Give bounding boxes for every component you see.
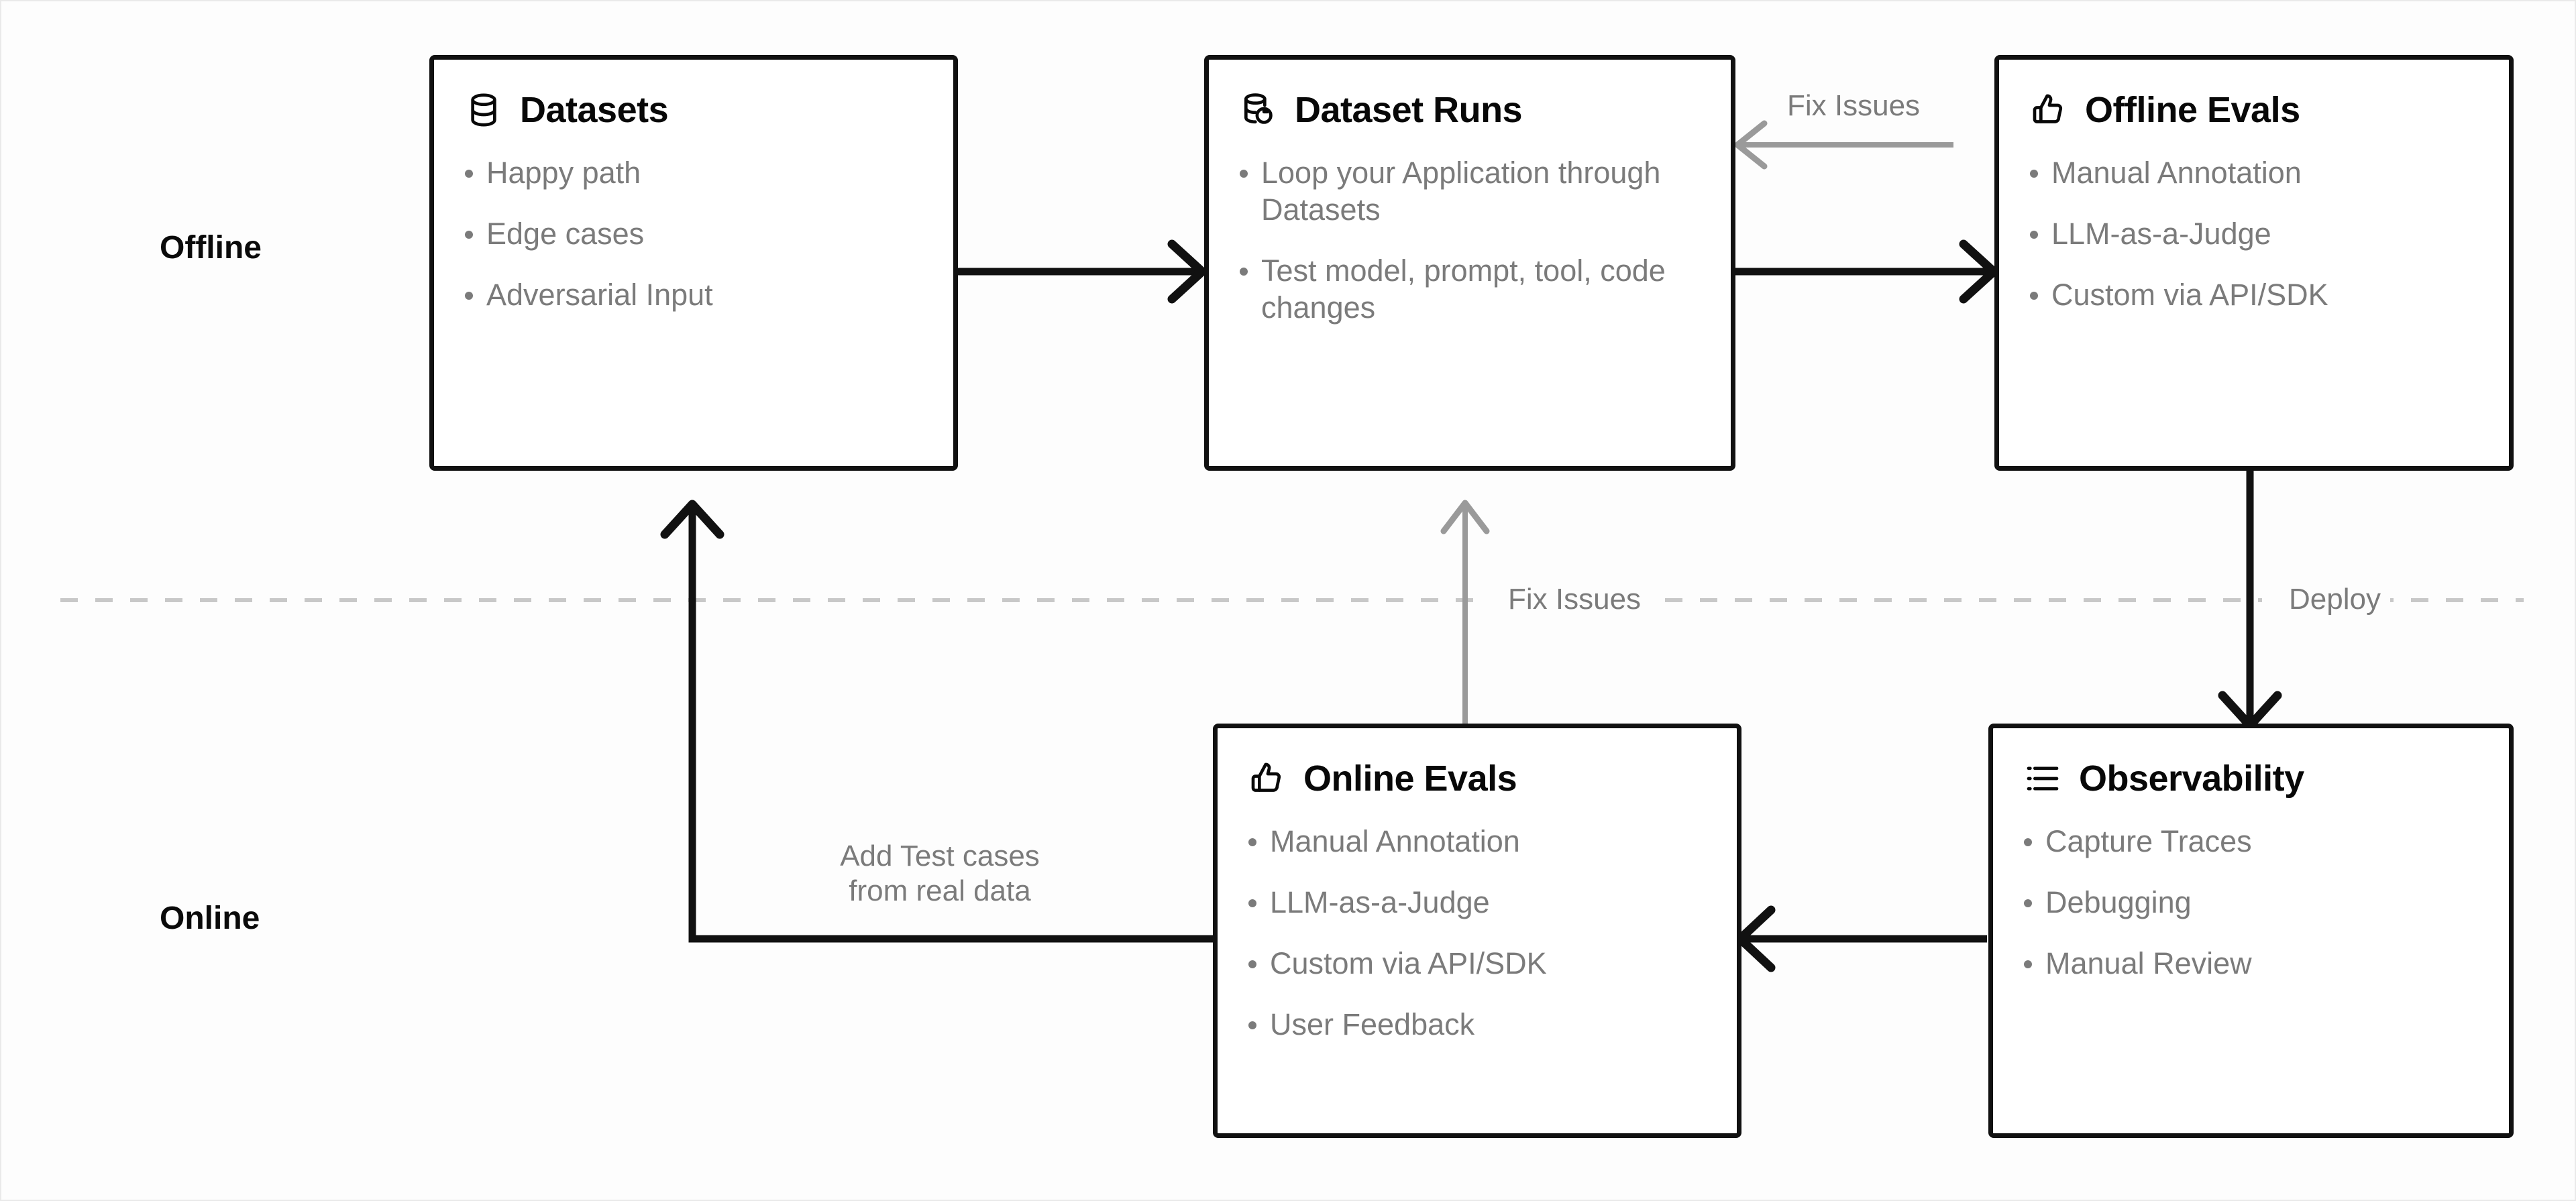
node-datasets-header: Datasets — [434, 60, 953, 131]
edge-label-add-test-cases: Add Test cases from real data — [810, 839, 1070, 909]
database-refresh-icon — [1244, 93, 1273, 124]
node-observability[interactable]: Observability Capture Traces Debugging M… — [1988, 724, 2514, 1138]
list-item: User Feedback — [1248, 1007, 1714, 1043]
list-item: Manual Review — [2024, 946, 2486, 982]
list-item: Debugging — [2024, 884, 2486, 921]
node-dataset-runs-header: Dataset Runs — [1209, 60, 1731, 131]
list-item: Capture Traces — [2024, 823, 2486, 860]
edge-label-fix-issues-middle: Fix Issues — [1499, 582, 1651, 617]
arrow-deploy — [2218, 471, 2282, 730]
edge-label-fix-issues-top: Fix Issues — [1778, 89, 1930, 123]
list-item: Loop your Application through Datasets — [1240, 155, 1708, 229]
arrow-datasets-to-dataset-runs — [957, 239, 1207, 304]
arrow-fix-issues-top — [1734, 120, 1953, 170]
node-datasets-bullets: Happy path Edge cases Adversarial Input — [434, 131, 953, 314]
node-online-evals-title: Online Evals — [1303, 758, 1517, 799]
list-item: Adversarial Input — [465, 277, 930, 314]
node-dataset-runs-bullets: Loop your Application through Datasets T… — [1209, 131, 1731, 327]
arrow-observability-to-online-evals — [1735, 905, 1987, 972]
node-datasets[interactable]: Datasets Happy path Edge cases Adversari… — [429, 55, 958, 471]
node-offline-evals-bullets: Manual Annotation LLM-as-a-Judge Custom … — [1999, 131, 2509, 314]
node-observability-header: Observability — [1993, 728, 2509, 799]
node-datasets-title: Datasets — [520, 90, 669, 130]
list-item: Manual Annotation — [1248, 823, 1714, 860]
list-item: Edge cases — [465, 216, 930, 253]
node-online-evals[interactable]: Online Evals Manual Annotation LLM-as-a-… — [1213, 724, 1741, 1138]
node-offline-evals-title: Offline Evals — [2085, 90, 2300, 130]
list-item: Custom via API/SDK — [2030, 277, 2486, 314]
node-observability-title: Observability — [2079, 758, 2304, 799]
list-lines-icon — [2027, 766, 2059, 791]
thumbs-up-icon — [1251, 762, 1281, 792]
list-item: Test model, prompt, tool, code changes — [1240, 253, 1708, 327]
lane-label-online: Online — [160, 901, 260, 936]
lane-label-offline: Offline — [160, 230, 262, 266]
add-test-cases-line-1: Add Test cases — [840, 840, 1040, 872]
database-icon — [471, 93, 496, 127]
add-test-cases-line-2: from real data — [849, 874, 1031, 907]
list-item: LLM-as-a-Judge — [1248, 884, 1714, 921]
node-dataset-runs[interactable]: Dataset Runs Loop your Application throu… — [1204, 55, 1735, 471]
list-item: Manual Annotation — [2030, 155, 2486, 192]
node-offline-evals[interactable]: Offline Evals Manual Annotation LLM-as-a… — [1994, 55, 2514, 471]
list-item: Happy path — [465, 155, 930, 192]
node-online-evals-bullets: Manual Annotation LLM-as-a-Judge Custom … — [1218, 799, 1737, 1043]
arrow-fix-issues-middle — [1440, 500, 1490, 736]
node-dataset-runs-title: Dataset Runs — [1295, 90, 1523, 130]
list-item: Custom via API/SDK — [1248, 946, 1714, 982]
node-offline-evals-header: Offline Evals — [1999, 60, 2509, 131]
node-observability-bullets: Capture Traces Debugging Manual Review — [1993, 799, 2509, 982]
edge-label-deploy: Deploy — [2279, 582, 2390, 617]
node-online-evals-header: Online Evals — [1218, 728, 1737, 799]
thumbs-up-icon — [2033, 94, 2063, 123]
list-item: LLM-as-a-Judge — [2030, 216, 2486, 253]
arrow-dataset-runs-to-offline-evals — [1735, 239, 1998, 304]
